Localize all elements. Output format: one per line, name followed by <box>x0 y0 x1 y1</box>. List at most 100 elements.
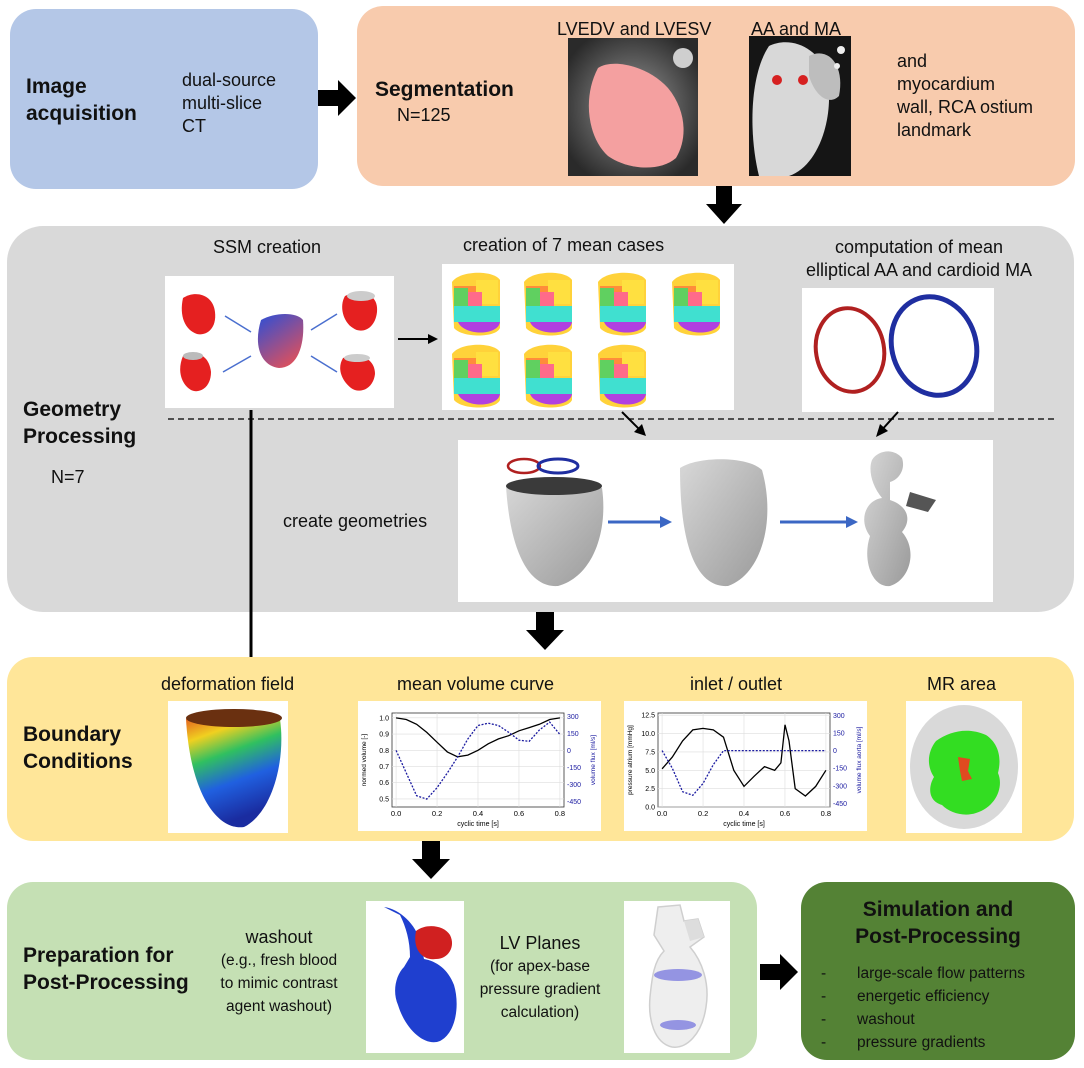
title-line: Image <box>26 75 87 98</box>
extra-line: myocardium <box>897 74 996 94</box>
x-axis-label: cyclic time [s] <box>457 821 499 828</box>
washout-line: agent washout) <box>226 998 332 1015</box>
arrow-down-icon <box>412 841 450 879</box>
create-geometries-label: create geometries <box>283 511 428 531</box>
series-line <box>661 724 827 797</box>
ssm-label: SSM creation <box>213 237 322 257</box>
y-axis-label: pressure atrium [mmHg] <box>627 725 634 795</box>
desc-line: multi-slice <box>182 93 263 113</box>
computation-label: computation of mean elliptical AA and ca… <box>799 236 1039 282</box>
simulation-list: -large-scale flow patterns -energetic ef… <box>821 962 1025 1054</box>
planes-line: (for apex-base <box>490 958 590 975</box>
image-acquisition-desc: dual-source multi-slice CT <box>182 69 276 138</box>
x-axis-label: cyclic time [s] <box>723 821 765 828</box>
segmentation-count: N=125 <box>397 105 451 125</box>
desc-line: dual-source <box>182 70 277 90</box>
y2-tick-label: 0 <box>833 748 837 755</box>
boundary-conditions-title: Boundary Conditions <box>23 721 133 775</box>
simulation-box: Simulation and Post-Processing -large-sc… <box>801 882 1075 1060</box>
y-tick-label: 7.5 <box>645 749 655 756</box>
washout-image <box>366 901 464 1053</box>
y2-tick-label: -150 <box>567 765 581 772</box>
y2-tick-label: -150 <box>833 766 847 773</box>
y2-tick-label: -450 <box>567 799 581 806</box>
deformation-label: deformation field <box>161 674 295 694</box>
y-tick-label: 0.8 <box>379 748 389 755</box>
ct-aa-ma-image <box>749 36 851 176</box>
x-tick-label: 0.6 <box>514 809 524 818</box>
y2-tick-label: 0 <box>567 748 571 755</box>
y-tick-label: 0.9 <box>379 732 389 739</box>
x-tick-label: 0.6 <box>780 809 790 818</box>
image-acquisition-title: Image acquisition <box>26 73 137 127</box>
desc-line: CT <box>182 116 206 136</box>
create-geometries-image <box>458 440 993 602</box>
y2-tick-label: -300 <box>833 783 847 790</box>
list-item: -washout <box>821 1011 915 1028</box>
mean-cases-label: creation of 7 mean cases <box>463 235 665 255</box>
y2-tick-label: 300 <box>567 714 579 721</box>
y-tick-label: 0.5 <box>379 796 389 803</box>
segmentation-box: Segmentation N=125 LVEDV and LVESV AA an… <box>357 6 1075 186</box>
volume-curve-label: mean volume curve <box>397 674 555 694</box>
title-line: Post-Processing <box>23 971 189 994</box>
y-tick-label: 2.5 <box>645 786 655 793</box>
mr-area-image <box>906 701 1022 833</box>
mr-area-label: MR area <box>927 674 997 694</box>
title-line: Simulation and <box>862 898 1014 921</box>
y-axis-label: normed volume [-] <box>361 734 368 787</box>
title-line: Post-Processing <box>855 925 1021 948</box>
extra-line: wall, RCA ostium <box>897 97 1034 117</box>
x-tick-label: 0.2 <box>432 809 442 818</box>
list-item-text: pressure gradients <box>857 1034 986 1051</box>
preparation-title: Preparation for Post-Processing <box>23 942 189 996</box>
y2-tick-label: -450 <box>833 801 847 808</box>
aa-ma-rings-image <box>802 288 994 412</box>
washout-desc: washout (e.g., fresh blood to mimic cont… <box>199 926 359 1018</box>
y2-axis-label: volume flux aorta [ml/s] <box>856 726 863 793</box>
extra-line: and <box>897 51 928 71</box>
washout-line: washout <box>245 927 313 947</box>
washout-line: to mimic contrast <box>220 975 338 992</box>
lv-planes-desc: LV Planes (for apex-base pressure gradie… <box>465 932 615 1024</box>
simulation-title: Simulation and Post-Processing <box>801 896 1075 950</box>
comp-line: computation of mean <box>834 237 1004 257</box>
arrow-right-icon <box>398 334 438 344</box>
title-line: acquisition <box>26 102 137 125</box>
list-item-text: large-scale flow patterns <box>857 965 1025 982</box>
washout-line: (e.g., fresh blood <box>220 952 338 969</box>
y2-tick-label: 150 <box>567 731 579 738</box>
y2-tick-label: 300 <box>833 713 845 720</box>
ssm-creation-image <box>165 276 394 408</box>
x-tick-label: 0.4 <box>739 809 749 818</box>
y-tick-label: 12.5 <box>641 713 655 720</box>
arrow-down-left-icon <box>876 411 899 437</box>
title-line: Processing <box>23 425 137 448</box>
extra-line: landmark <box>897 120 972 140</box>
planes-line: pressure gradient <box>479 981 601 998</box>
y-tick-label: 0.7 <box>379 764 389 771</box>
dashed-separator <box>168 418 1056 420</box>
y-tick-label: 5.0 <box>645 768 655 775</box>
lv-planes-image <box>624 901 730 1053</box>
aa-ma-label: AA and MA <box>751 19 842 39</box>
geometry-processing-title: Geometry Processing <box>23 396 136 450</box>
list-item-text: washout <box>857 1011 915 1028</box>
list-item: -pressure gradients <box>821 1034 986 1051</box>
x-tick-label: 0.2 <box>698 809 708 818</box>
x-tick-label: 0.8 <box>821 809 831 818</box>
mean-cases-image <box>442 264 734 410</box>
y-tick-label: 0.6 <box>379 780 389 787</box>
comp-line: elliptical AA and cardioid MA <box>805 260 1033 280</box>
arrow-right-icon <box>760 954 798 990</box>
arrow-right-icon <box>318 80 356 116</box>
series-line <box>395 721 561 800</box>
title-line: Conditions <box>23 750 133 773</box>
y2-tick-label: 150 <box>833 730 845 737</box>
y2-tick-label: -300 <box>567 782 581 789</box>
arrow-down-icon <box>706 186 742 224</box>
geometry-count: N=7 <box>51 467 85 487</box>
planes-line: LV Planes <box>499 933 581 953</box>
image-acquisition-box: Image acquisition dual-source multi-slic… <box>10 9 318 189</box>
arrow-down-long-icon <box>244 410 258 688</box>
